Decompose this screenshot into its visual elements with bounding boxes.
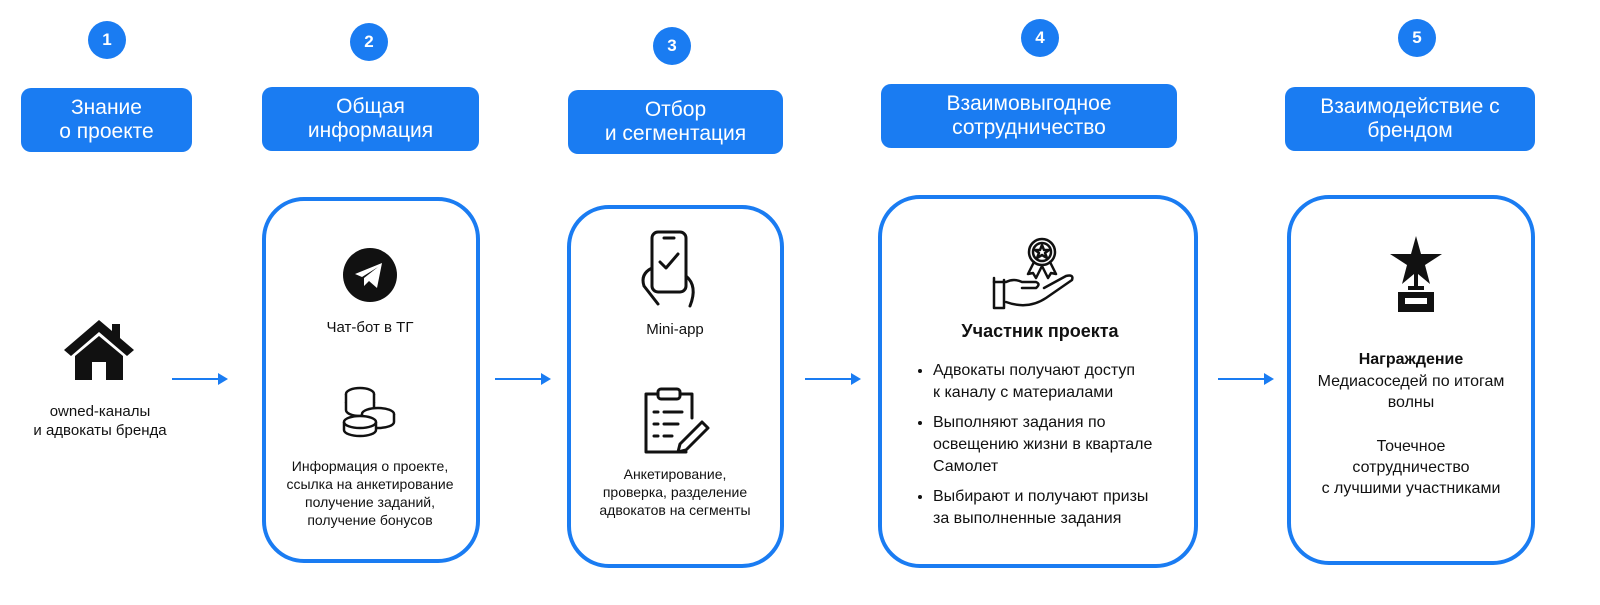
step-3-card [567, 205, 784, 568]
step-2-title: Общая информация [262, 87, 479, 151]
step-5-title: Взаимодействие с брендом [1285, 87, 1535, 151]
step-4-heading: Участник проекта [961, 321, 1119, 341]
step-4-bullet-list: Адвокаты получают доступ к каналу с мате… [905, 360, 1213, 538]
bullet-item: Адвокаты получают доступ к каналу с мате… [933, 360, 1213, 404]
trophy-star-icon [1390, 236, 1442, 312]
arrow-2-3 [495, 373, 551, 385]
step-1-title: Знание о проекте [21, 88, 192, 152]
step-2-number: 2 [350, 23, 388, 61]
step-4-title: Взаимовыгодное сотрудничество [881, 84, 1177, 148]
arrow-1-2 [172, 373, 228, 385]
step-3-item-2: Анкетирование, проверка, разделение адво… [599, 466, 751, 518]
bullet-item: Выполняют задания по освещению жизни в к… [933, 412, 1213, 478]
house-icon [64, 320, 134, 380]
arrow-3-4 [805, 373, 861, 385]
step-2-item-1: Чат-бот в ТГ [326, 319, 414, 336]
step-3-item-1: Mini-app [646, 321, 704, 338]
coins-icon [342, 386, 396, 438]
step-5-text-1: Медиасоседей по итогам волны [1317, 373, 1505, 411]
step-1-number: 1 [88, 21, 126, 59]
step-5-text-2: Точечное сотрудничество с лучшими участн… [1321, 438, 1501, 497]
step-1-text: owned-каналы и адвокаты бренда [33, 403, 167, 439]
bullet-item: Выбирают и получают призы за выполненные… [933, 486, 1213, 530]
clipboard-edit-icon [644, 387, 710, 454]
step-3-number: 3 [653, 27, 691, 65]
smartphone-check-icon [641, 230, 695, 308]
arrow-4-5 [1218, 373, 1274, 385]
step-2-item-2: Информация о проекте, ссылка на анкетиро… [286, 458, 454, 528]
step-5-number: 5 [1398, 19, 1436, 57]
step-5-heading: Награждение [1358, 351, 1464, 368]
telegram-icon [343, 248, 397, 302]
step-3-title: Отбор и сегментация [568, 90, 783, 154]
step-4-number: 4 [1021, 19, 1059, 57]
award-hand-icon [992, 237, 1074, 310]
